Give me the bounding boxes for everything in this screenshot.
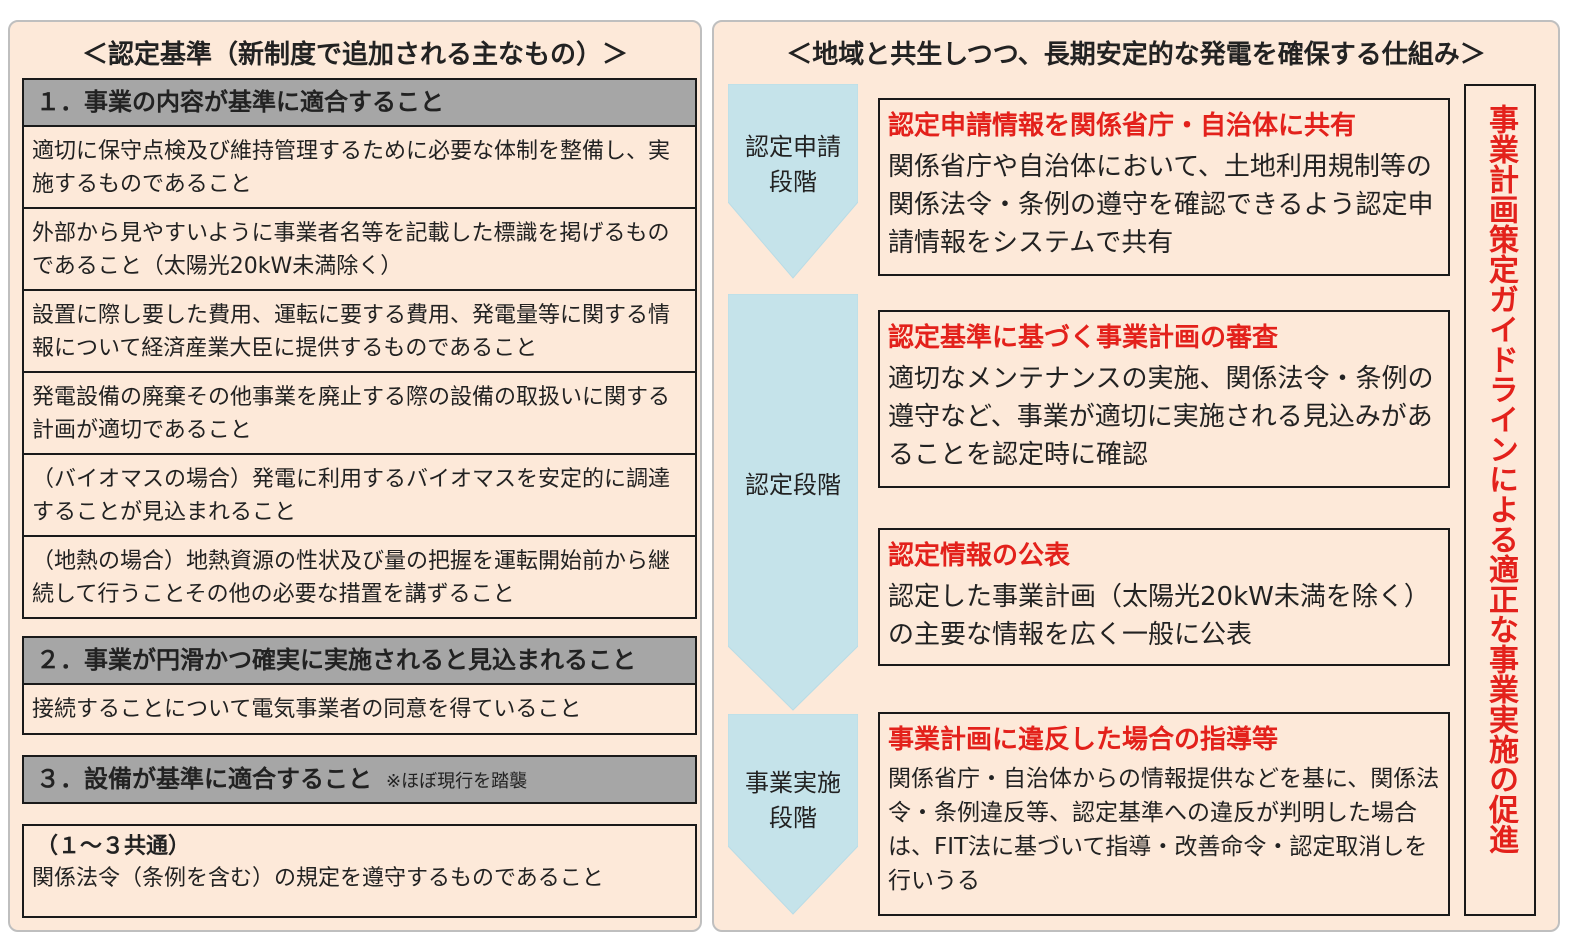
criteria-section-2: ２．事業が円滑かつ確実に実施されると見込まれること 接続することについて電気事業… [22, 636, 697, 735]
guideline-box: 事業計画策定ガイドラインによる適正な事業実施の促進 [1464, 84, 1536, 916]
common-text: 関係法令（条例を含む）の規定を遵守するものであること [32, 866, 604, 891]
box-body: 適切なメンテナンスの実施、関係法令・条例の遵守など、事業が適切に実施される見込み… [888, 364, 1434, 470]
stage-arrow-application: 認定申請段階 [728, 84, 858, 280]
section-header: ２．事業が円滑かつ確実に実施されると見込まれること [22, 636, 697, 685]
stage-label: 認定段階 [745, 471, 841, 499]
mechanism-panel: ＜地域と共生しつつ、長期安定的な発電を確保する仕組み＞ 認定申請段階 認定段階 … [712, 20, 1560, 932]
criteria-section-1: １．事業の内容が基準に適合すること 適切に保守点検及び維持管理するために必要な体… [22, 78, 697, 619]
criteria-item: 設置に際し要した費用、運転に要する費用、発電量等に関する情報について経済産業大臣… [22, 291, 697, 373]
box-title: 事業計画に違反した場合の指導等 [888, 725, 1279, 755]
criteria-item: （地熱の場合）地熱資源の性状及び量の把握を運転開始前から継続して行うことその他の… [22, 537, 697, 619]
box-body: 関係省庁や自治体において、土地利用規制等の関係法令・条例の遵守を確認できるよう認… [888, 152, 1434, 258]
criteria-section-3: ３．設備が基準に適合すること ※ほぼ現行を踏襲 [22, 755, 697, 804]
common-criteria-box: （１～３共通） 関係法令（条例を含む）の規定を遵守するものであること [22, 824, 697, 918]
box-title: 認定申請情報を関係省庁・自治体に共有 [888, 111, 1357, 141]
down-arrow-icon [728, 294, 858, 711]
stage-arrow-certification: 認定段階 [728, 294, 858, 712]
box-guidance-on-violation: 事業計画に違反した場合の指導等 関係省庁・自治体からの情報提供などを基に、関係法… [878, 712, 1450, 916]
section-note: ※ほぼ現行を踏襲 [386, 771, 528, 792]
section-header: ３．設備が基準に適合すること ※ほぼ現行を踏襲 [22, 755, 697, 804]
box-publication: 認定情報の公表 認定した事業計画（太陽光20kW未満を除く）の主要な情報を広く一… [878, 528, 1450, 666]
box-plan-review: 認定基準に基づく事業計画の審査 適切なメンテナンスの実施、関係法令・条例の遵守な… [878, 310, 1450, 488]
common-title: （１～３共通） [36, 834, 191, 859]
criteria-panel: ＜認定基準（新制度で追加される主なもの）＞ １．事業の内容が基準に適合すること … [8, 20, 702, 932]
box-title: 認定情報の公表 [888, 541, 1071, 571]
down-arrow-icon [728, 714, 858, 915]
section-header: １．事業の内容が基準に適合すること [22, 78, 697, 127]
guideline-text: 事業計画策定ガイドラインによる適正な事業実施の促進 [1483, 104, 1518, 854]
stage-label: 事業実施段階 [745, 769, 841, 832]
section-header-text: ３．設備が基準に適合すること [36, 765, 372, 793]
down-arrow-icon [728, 84, 858, 279]
box-share-application-info: 認定申請情報を関係省庁・自治体に共有 関係省庁や自治体において、土地利用規制等の… [878, 98, 1450, 276]
criteria-item: 外部から見やすいように事業者名等を記載した標識を掲げるものであること（太陽光20… [22, 209, 697, 291]
criteria-panel-title: ＜認定基準（新制度で追加される主なもの）＞ [81, 40, 628, 70]
stage-arrow-implementation: 事業実施段階 [728, 714, 858, 916]
box-title: 認定基準に基づく事業計画の審査 [888, 323, 1279, 353]
box-body: 関係省庁・自治体からの情報提供などを基に、関係法令・条例違反等、認定基準への違反… [888, 766, 1440, 894]
mechanism-panel-title: ＜地域と共生しつつ、長期安定的な発電を確保する仕組み＞ [786, 40, 1486, 70]
box-body: 認定した事業計画（太陽光20kW未満を除く）の主要な情報を広く一般に公表 [888, 582, 1430, 650]
criteria-item: 適切に保守点検及び維持管理するために必要な体制を整備し、実施するものであること [22, 127, 697, 209]
criteria-item: 接続することについて電気事業者の同意を得ていること [22, 685, 697, 735]
stage-label: 認定申請段階 [745, 133, 841, 196]
criteria-item: （バイオマスの場合）発電に利用するバイオマスを安定的に調達することが見込まれるこ… [22, 455, 697, 537]
criteria-item: 発電設備の廃棄その他事業を廃止する際の設備の取扱いに関する計画が適切であること [22, 373, 697, 455]
